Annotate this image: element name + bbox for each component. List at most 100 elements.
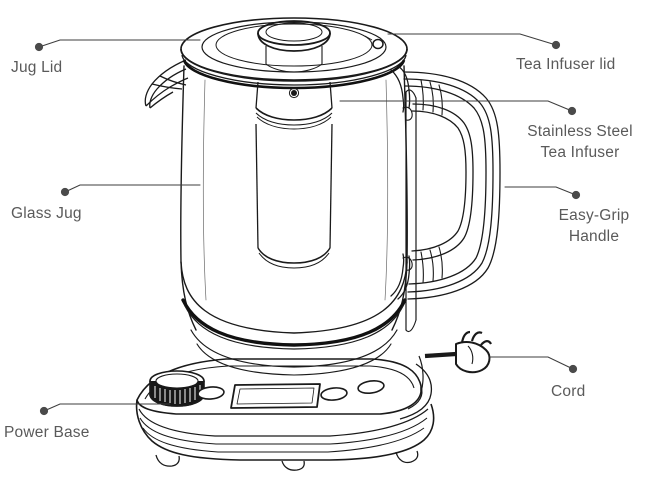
jug-sheen-right <box>384 79 389 301</box>
lid-rim-thickness-2 <box>181 54 407 86</box>
base-ring-2 <box>139 417 428 445</box>
handle-outer-2 <box>403 78 494 293</box>
handle-spine-cap-top <box>405 89 417 99</box>
leader-cord <box>489 356 574 370</box>
lcd-display-panel <box>230 383 321 409</box>
base-button-right <box>357 379 385 395</box>
power-base-group <box>135 355 435 471</box>
cord-wire-hl <box>426 350 456 354</box>
infuser-top-marker <box>291 90 297 96</box>
infuser-top-marker-ring <box>288 87 300 99</box>
plug-prong-1 <box>460 330 471 344</box>
infuser-collar-bottom <box>255 107 333 121</box>
plug-body <box>455 341 491 374</box>
cord-wire <box>424 351 457 359</box>
base-ring-1 <box>138 408 429 437</box>
infuser-collar-bottom-2 <box>255 112 333 126</box>
handle-grip-ridge-l2 <box>429 249 434 282</box>
dot-tea-infuser <box>567 106 577 116</box>
jug-sheen-left <box>202 79 207 301</box>
callout-label-stainless-steel-tea-infuser: Stainless Steel Tea Infuser <box>527 123 633 161</box>
infuser-collar-right <box>329 81 333 109</box>
lid-inner-ring <box>215 23 373 67</box>
base-foot-center <box>281 460 305 471</box>
tea-infuser-lid-latch <box>372 38 384 50</box>
jug-skirt <box>190 329 398 368</box>
base-rim-right-2 <box>399 363 433 420</box>
tea-infuser-lid-knob-inner <box>265 22 323 42</box>
infuser-body-left <box>255 123 259 249</box>
handle-grip-ridge-u1 <box>420 79 424 111</box>
handle-outer-3 <box>404 85 487 285</box>
jug-bottom-band-inner <box>184 305 404 350</box>
callout-leaders <box>38 33 577 412</box>
leader-easy-grip-handle <box>504 186 577 196</box>
leader-jug-lid <box>38 39 201 48</box>
handle-spine-cap-bottom <box>405 319 417 333</box>
plug-prong-3 <box>480 340 492 346</box>
handle-nub-bottom <box>402 256 413 271</box>
dot-cord <box>568 364 578 374</box>
handle-inner-opening <box>412 103 474 261</box>
jug-bottom-band <box>181 298 407 347</box>
jug-lid-group <box>180 17 408 90</box>
handle-grip-ridge-l1 <box>420 251 424 284</box>
dot-jug-lid <box>34 42 44 52</box>
handle-inner-opening-2 <box>411 110 467 252</box>
knob-collar-bottom <box>265 63 323 73</box>
leader-tea-infuser-lid <box>387 33 557 46</box>
dot-tea-infuser-lid <box>551 40 561 50</box>
handle-outer <box>403 71 501 300</box>
base-top-plate <box>136 358 422 415</box>
handle-grip-ridge-u3 <box>438 84 443 116</box>
knob-collar <box>265 46 323 64</box>
lid-middle-ring <box>201 21 387 73</box>
handle-grip-ridge-u2 <box>429 81 434 113</box>
pour-spout <box>144 59 189 109</box>
infuser-body-bottom <box>257 247 331 264</box>
callout-label-cord: Cord <box>551 383 586 400</box>
base-foot-left <box>155 454 180 467</box>
leader-tea-infuser <box>339 100 573 112</box>
lid-rim-dark-band <box>182 59 406 90</box>
lid-rim-thickness <box>180 48 408 82</box>
infuser-body-bottom-2 <box>258 252 330 269</box>
knob-base-ring <box>149 393 205 407</box>
callout-label-tea-infuser-lid: Tea Infuser lid <box>516 56 616 73</box>
handle-upper-mount-2 <box>390 69 405 113</box>
dot-power-base <box>39 406 49 416</box>
leader-power-base <box>43 403 171 412</box>
handle-nub-top <box>402 106 413 121</box>
plug-inner-line <box>467 345 474 365</box>
handle-lower-mount <box>397 255 411 300</box>
plug-prong-2 <box>470 331 483 342</box>
dot-glass-jug <box>60 187 70 197</box>
cord-and-plug-group <box>424 330 492 374</box>
base-front-face <box>135 399 435 461</box>
control-knob <box>149 370 205 407</box>
infuser-body-right <box>329 123 333 249</box>
callout-label-power-base: Power Base <box>4 424 90 441</box>
leader-glass-jug <box>64 184 201 193</box>
handle-lower-mount-2 <box>390 253 405 297</box>
callout-label-jug-lid: Jug Lid <box>11 59 63 76</box>
callout-label-glass-jug: Glass Jug <box>11 205 82 222</box>
handle-grip-ridge-l3 <box>438 246 443 279</box>
knob-top-inner <box>155 373 199 389</box>
base-button-left <box>197 386 225 400</box>
callout-dots <box>34 40 581 416</box>
base-button-mid <box>320 387 348 401</box>
infuser-collar-bottom-3 <box>256 116 332 130</box>
lid-outer-rim <box>180 17 408 81</box>
jug-bottom-curve <box>180 261 408 334</box>
callout-label-easy-grip-handle: Easy-Grip Handle <box>558 207 630 245</box>
base-cord-entry <box>418 355 424 393</box>
glass-jug-group <box>180 65 408 376</box>
tea-infuser-lid-knob-side <box>257 32 331 52</box>
dot-easy-grip-handle <box>571 190 581 200</box>
base-foot-right <box>395 450 419 464</box>
tea-infuser-group <box>255 81 333 269</box>
easy-grip-handle-group <box>390 65 501 333</box>
